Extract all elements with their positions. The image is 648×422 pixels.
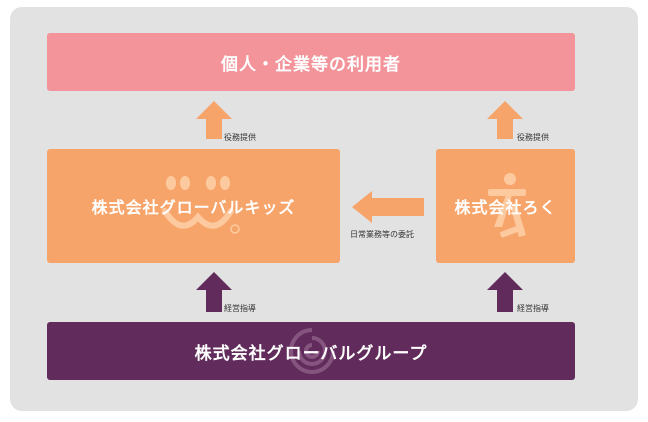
roku-box: 株式会社ろく bbox=[436, 149, 575, 263]
global-group-box: 株式会社グローバルグループ bbox=[47, 322, 575, 380]
users-label: 個人・企業等の利用者 bbox=[221, 54, 401, 75]
guidance-arrow-right bbox=[487, 272, 523, 312]
service-label-right: 役務提供 bbox=[517, 133, 549, 142]
consign-arrow bbox=[352, 191, 424, 223]
running-figure-logo-icon bbox=[488, 173, 526, 238]
guidance-arrow-left bbox=[196, 272, 232, 312]
users-box: 個人・企業等の利用者 bbox=[47, 33, 575, 91]
global-kids-label: 株式会社グローバルキッズ bbox=[91, 198, 296, 217]
consign-label: 日常業務等の委託 bbox=[350, 230, 414, 239]
service-arrow-left bbox=[196, 101, 232, 139]
global-kids-box: 株式会社グローバルキッズ bbox=[47, 149, 340, 263]
guidance-label-right: 経営指導 bbox=[517, 304, 549, 313]
smiley-face-logo-icon bbox=[162, 176, 240, 234]
spiral-logo-icon bbox=[289, 328, 335, 374]
global-group-label: 株式会社グローバルグループ bbox=[194, 343, 428, 364]
service-label-left: 役務提供 bbox=[224, 133, 256, 142]
guidance-label-left: 経営指導 bbox=[224, 304, 256, 313]
service-arrow-right bbox=[487, 101, 523, 139]
roku-label: 株式会社ろく bbox=[454, 198, 557, 217]
